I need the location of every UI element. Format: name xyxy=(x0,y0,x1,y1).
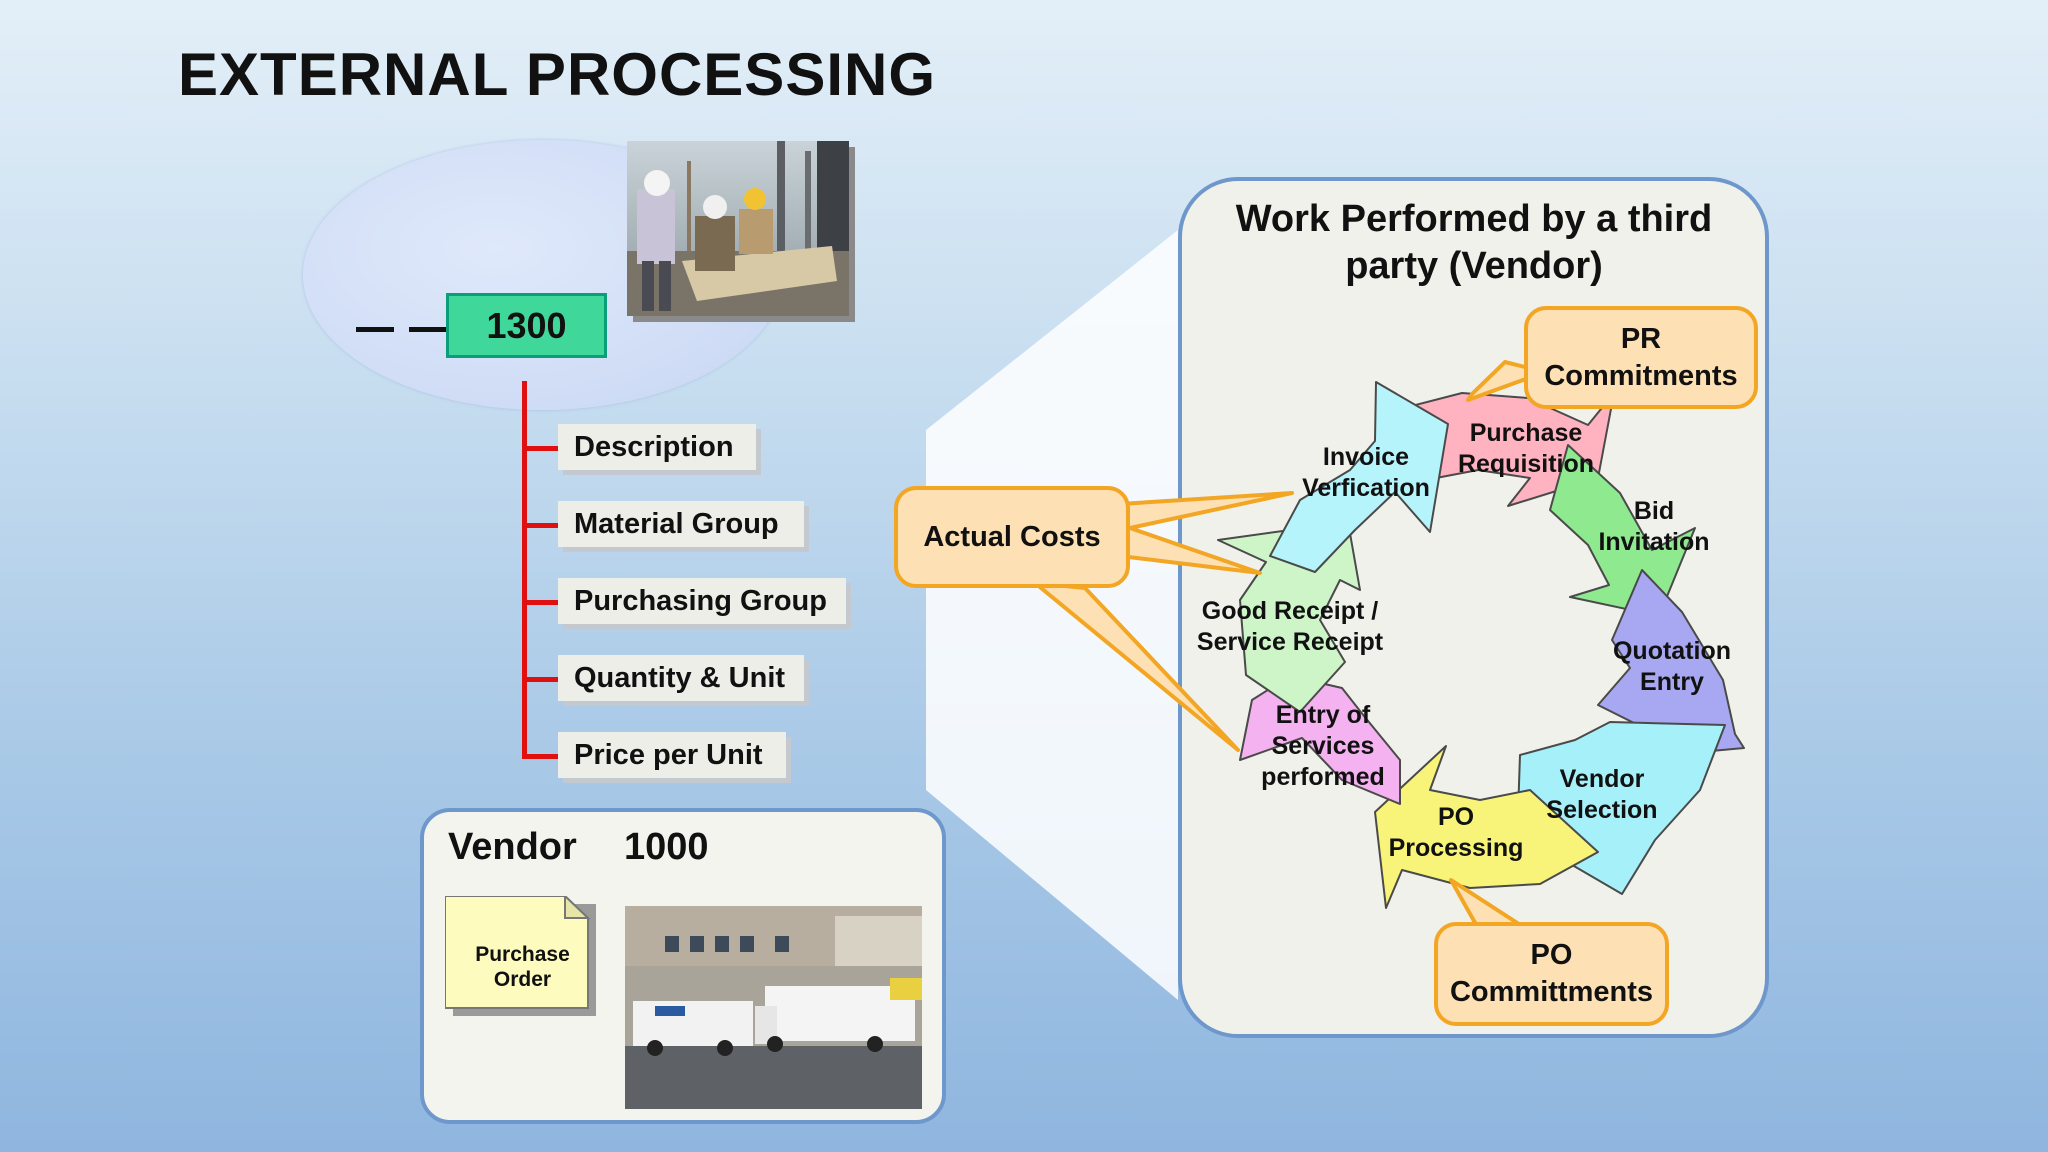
connector-dash xyxy=(409,327,446,332)
field-description: Description xyxy=(558,424,756,470)
label-quotation-entry: Quotation Entry xyxy=(1612,637,1732,696)
label-purchase-requisition: Purchase Requisition xyxy=(1457,419,1595,478)
connector-dash xyxy=(356,327,394,332)
warehouse-trucks-photo xyxy=(625,906,922,1109)
field-purchasing-group: Purchasing Group xyxy=(558,578,846,624)
vendor-number: 1000 xyxy=(624,826,709,868)
label-bid-invitation: Bid Invitation xyxy=(1598,497,1710,556)
label-po-processing: PO Processing xyxy=(1388,803,1524,862)
purchase-order-label: Purchase Order xyxy=(475,943,570,991)
field-price-per-unit: Price per Unit xyxy=(558,732,786,778)
field-quantity-unit: Quantity & Unit xyxy=(558,655,804,701)
actual-costs-callout: Actual Costs xyxy=(894,486,1130,588)
panel-title: Work Performed by a third party (Vendor) xyxy=(1235,198,1713,287)
tree-branch xyxy=(527,677,561,682)
page-title: EXTERNAL PROCESSING xyxy=(178,41,937,108)
label-vendor-selection: Vendor Selection xyxy=(1546,765,1658,824)
cycle-arrow-bid-invitation xyxy=(1549,444,1696,617)
label-entry-of-services: Entry of Services performed xyxy=(1261,701,1385,791)
tree-branch xyxy=(527,523,561,528)
tree-branch xyxy=(527,446,561,451)
cycle-arrow-po-processing xyxy=(1374,745,1599,909)
tree-branch xyxy=(527,600,561,605)
cycle-arrow-invoice-verification xyxy=(1269,381,1449,573)
field-material-group: Material Group xyxy=(558,501,804,547)
tree-branch xyxy=(527,754,561,759)
po-commitments-callout: PO Committments xyxy=(1434,922,1669,1026)
label-good-receipt: Good Receipt / Service Receipt xyxy=(1196,597,1384,656)
purchase-order-document-icon xyxy=(445,896,596,1016)
workers-photo xyxy=(627,141,849,316)
pr-commitments-callout: PR Commitments xyxy=(1524,306,1758,409)
label-invoice-verification: Invoice Verfication xyxy=(1302,443,1430,502)
tree-trunk-line xyxy=(522,381,527,759)
material-code-box: 1300 xyxy=(446,293,607,358)
vendor-label: Vendor xyxy=(448,826,577,868)
